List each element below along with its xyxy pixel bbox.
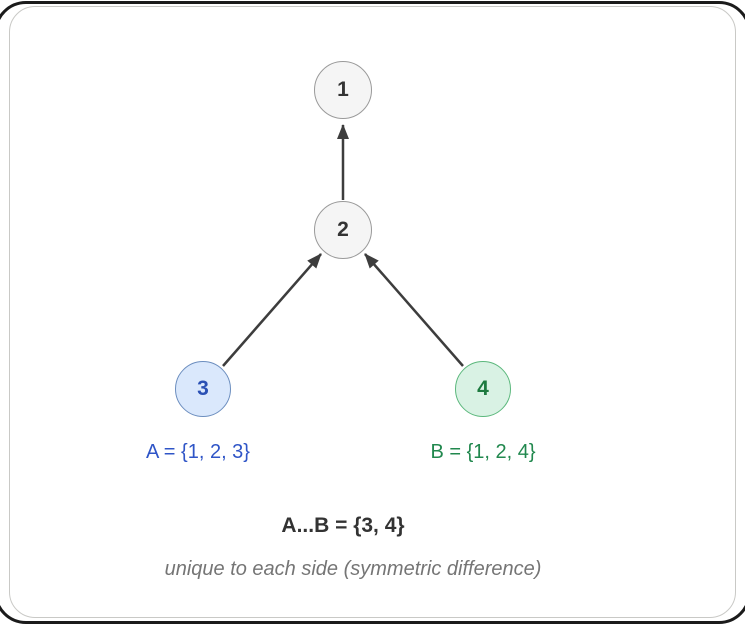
- tree-node-4-label: 4: [477, 377, 489, 400]
- tree-node-3: 3: [175, 361, 231, 417]
- edge-3-to-2: [222, 253, 322, 367]
- tree-node-3-label: 3: [197, 377, 209, 400]
- edge-4-to-2: [364, 253, 464, 367]
- tree-node-1: 1: [314, 61, 372, 119]
- set-b-label: B = {1, 2, 4}: [430, 441, 536, 463]
- tree-node-4: 4: [455, 361, 511, 417]
- canvas-card: [9, 6, 736, 618]
- tree-node-2: 2: [314, 201, 372, 259]
- set-a-label: A = {1, 2, 3}: [146, 441, 250, 463]
- symmetric-difference-caption: unique to each side (symmetric differenc…: [164, 558, 542, 580]
- tree-edges: [222, 124, 464, 367]
- tree-node-2-label: 2: [337, 218, 349, 241]
- symmetric-difference-result: A...B = {3, 4}: [281, 514, 405, 537]
- tree-node-1-label: 1: [337, 78, 349, 101]
